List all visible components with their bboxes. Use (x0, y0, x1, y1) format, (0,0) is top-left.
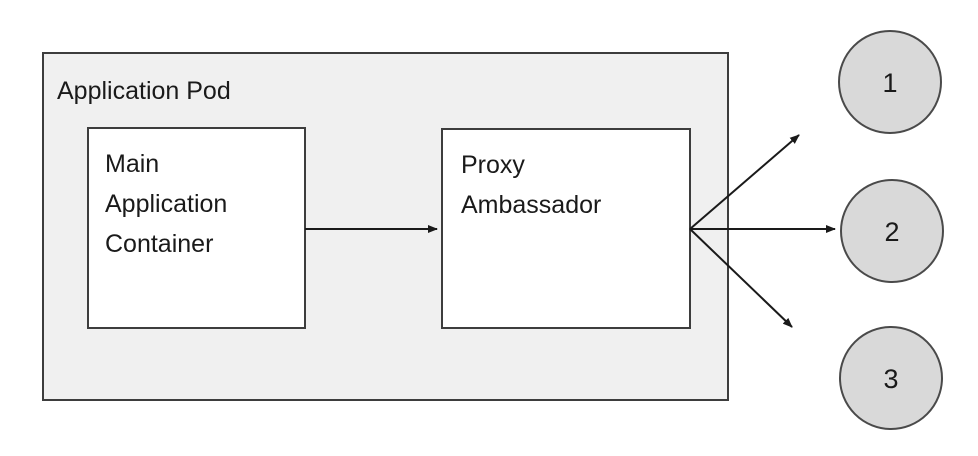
service-circle-2-label: 2 (884, 217, 899, 247)
service-circle-2 (840, 179, 944, 283)
service-circle-3-label: 3 (883, 364, 898, 394)
main-application-container-label-line-1: Main (105, 150, 159, 178)
service-circle-3 (839, 326, 943, 430)
proxy-ambassador-container-box (441, 128, 691, 329)
arrow-proxy-to-lower (689, 228, 793, 328)
proxy-ambassador-label-line-1: Proxy (461, 151, 525, 179)
arrow-proxy-to-upper (689, 134, 800, 230)
service-circle-1 (838, 30, 942, 134)
main-application-container-label-line-2: Application (105, 190, 227, 218)
main-application-container-box (87, 127, 306, 329)
service-circle-1-label: 1 (882, 68, 897, 98)
application-pod-label: Application Pod (57, 77, 231, 105)
main-application-container-label-line-3: Container (105, 230, 213, 258)
proxy-ambassador-label-line-2: Ambassador (461, 191, 601, 219)
